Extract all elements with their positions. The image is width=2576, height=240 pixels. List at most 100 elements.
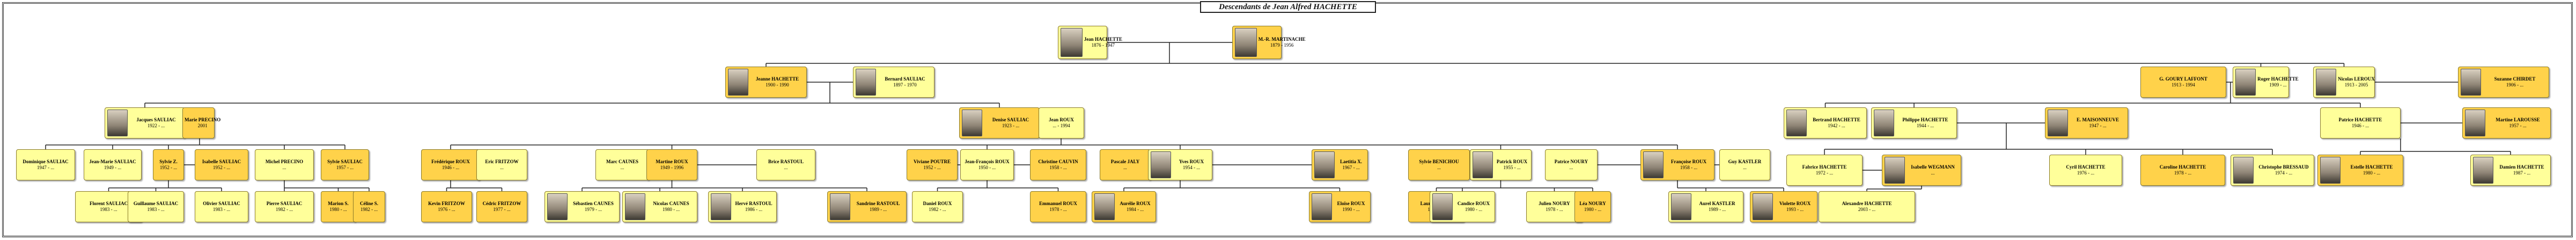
person-box-p38[interactable]: Guy KASTLER...	[1719, 149, 1770, 180]
person-name: Isabelle SAULIAC	[202, 158, 241, 164]
person-dates: 1976 - ...	[2077, 170, 2095, 176]
person-box-p21[interactable]: Michel PRECINO...	[255, 149, 314, 180]
person-name: Florent SAULIAC	[89, 200, 128, 206]
portrait-photo	[856, 68, 877, 96]
person-dates: 1967 - ...	[1342, 165, 1360, 170]
person-box-p34[interactable]: Sylvie BENICHOU...	[1408, 149, 1470, 180]
person-name: Brice RASTOUL	[768, 158, 804, 164]
person-name: Fabrice HACHETTE	[1802, 164, 1847, 170]
person-dates: 1980 - ...	[662, 207, 680, 212]
person-dates: 1972 - ...	[1815, 170, 1834, 176]
person-name: Yves ROUX	[1179, 158, 1204, 164]
person-dates: 1993 - ...	[1786, 207, 1804, 212]
person-box-p11[interactable]: Jean ROUX... - 1994	[1039, 107, 1084, 139]
person-dates: 1989 - ...	[1708, 207, 1726, 212]
person-box-p25[interactable]: Marc CAUNES...	[595, 149, 649, 180]
person-box-p31[interactable]: Pascale JALY...	[1100, 149, 1151, 180]
person-box-p40[interactable]: Isabelle WEGMANN...	[1882, 155, 1961, 186]
portrait-photo	[1151, 151, 1172, 179]
person-name: Bernard SAULIAC	[885, 76, 925, 82]
person-dates: 1913 - 2005	[2344, 82, 2368, 88]
person-dates: 1922 - ...	[147, 123, 165, 128]
person-box-p24[interactable]: Eric FRITZOW...	[476, 149, 527, 180]
portrait-photo	[2320, 156, 2341, 184]
portrait-photo	[711, 193, 732, 221]
portrait-photo	[1753, 193, 1773, 221]
person-box-p19[interactable]: Sylvie Z.1952 - ...	[153, 149, 184, 180]
person-box-p36[interactable]: Patrice NOURY...	[1545, 149, 1598, 180]
person-name: Michel PRECINO	[265, 158, 304, 164]
person-dates: 1897 - 1970	[893, 82, 917, 88]
person-box-p50[interactable]: Marion S.1980 - ...	[321, 191, 356, 222]
person-box-p27[interactable]: Brice RASTOUL...	[756, 149, 815, 180]
person-name: Kevin FRITZOW	[428, 200, 465, 206]
person-box-p51[interactable]: Céline S.1982 - ...	[353, 191, 385, 222]
person-dates: 1979 - ...	[584, 207, 602, 212]
person-name: Sylvie Z.	[159, 158, 178, 164]
person-name: Jean ROUX	[1049, 117, 1074, 122]
portrait-photo	[1671, 193, 1692, 221]
portrait-photo	[547, 193, 568, 221]
person-name: Jacques SAULIAC	[136, 117, 176, 122]
person-name: Martine LAROUSSE	[2496, 117, 2540, 122]
person-dates: 1952 - ...	[159, 165, 178, 170]
person-dates: 1983 - ...	[147, 207, 165, 212]
person-box-p33[interactable]: Laetitia X.1967 - ...	[1312, 149, 1368, 180]
person-dates: ...	[1743, 165, 1747, 170]
person-name: Sylvie SAULIAC	[327, 158, 363, 164]
